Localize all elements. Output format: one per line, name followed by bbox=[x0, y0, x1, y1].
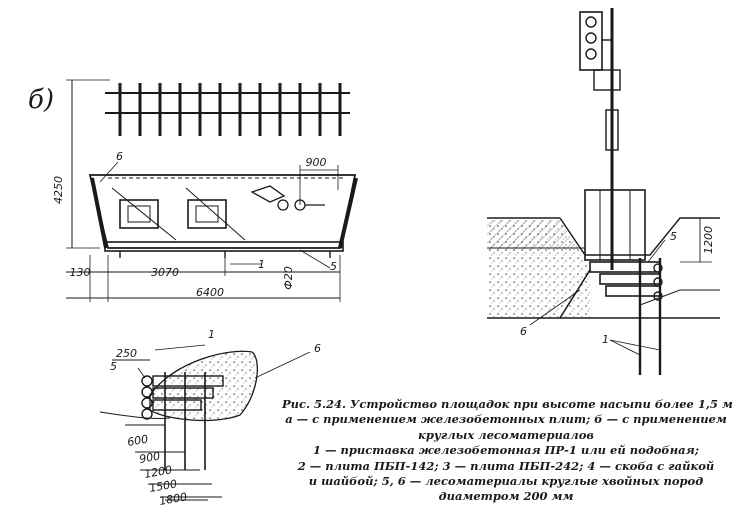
panel-label: б) bbox=[28, 85, 54, 115]
caption-line-7: диаметром 200 мм bbox=[438, 489, 574, 504]
callout-1-plan: 1 bbox=[258, 258, 265, 271]
dim-1200-detail: 1200 bbox=[143, 463, 173, 481]
dim-3070: 3070 bbox=[151, 266, 179, 279]
callout-1-section: 1 bbox=[602, 333, 609, 346]
callout-1-detail: 1 bbox=[208, 328, 215, 341]
dim-900-plan: 900 bbox=[306, 156, 327, 169]
dim-250: 250 bbox=[116, 347, 137, 360]
dim-1200-section: 1200 bbox=[702, 226, 715, 254]
figure-caption: Рис. 5.24. Устройство площадок при высот… bbox=[282, 397, 733, 505]
callout-6-plan: 6 bbox=[116, 150, 123, 163]
sleepers bbox=[118, 83, 342, 136]
dim-900-detail: 900 bbox=[138, 450, 161, 466]
caption-line-6: и шайбой; 5, 6 — лесоматериалы круглые х… bbox=[308, 474, 704, 489]
caption-line-3: круглых лесоматериалов bbox=[418, 427, 594, 442]
caption-line-5: 2 — плита ПБП-142; 3 — плита ПБП-242; 4 … bbox=[297, 458, 715, 473]
callout-5-section: 5 bbox=[670, 230, 677, 243]
dim-f20: Ф20 bbox=[282, 266, 295, 289]
dim-6400: 6400 bbox=[196, 286, 224, 299]
detail-view bbox=[99, 344, 311, 501]
dim-1500: 1500 bbox=[148, 477, 178, 495]
plan-view bbox=[66, 79, 358, 302]
caption-line-1: Рис. 5.24. Устройство площадок при высот… bbox=[282, 397, 733, 411]
caption-line-4: 1 — приставка железобетонная ПР-1 или ей… bbox=[313, 443, 699, 458]
dim-600: 600 bbox=[126, 433, 149, 449]
dim-1800: 1800 bbox=[158, 490, 188, 508]
dim-4250: 4250 bbox=[52, 176, 65, 204]
callout-6-detail: 6 bbox=[314, 342, 321, 355]
callout-6-section: 6 bbox=[520, 325, 527, 338]
caption-line-2: а — с применением железобетонных плит; б… bbox=[285, 412, 727, 427]
callout-5-detail: 5 bbox=[110, 360, 117, 373]
callout-5-plan: 5 bbox=[330, 260, 337, 273]
section-view bbox=[487, 8, 720, 375]
dim-130: 130 bbox=[70, 266, 91, 279]
